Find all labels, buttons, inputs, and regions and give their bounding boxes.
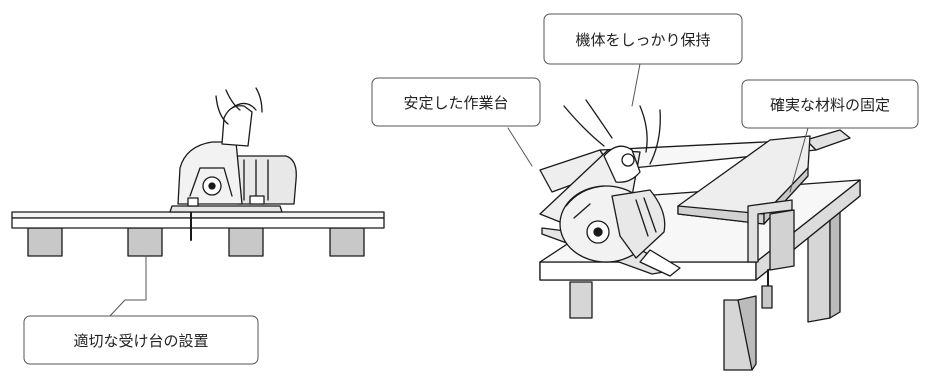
callout-hold-tool-firmly: 機体をしっかり保持 xyxy=(543,13,743,65)
callout-leader-stable-workbench xyxy=(507,127,533,167)
callout-label-secure-clamping: 確実な材料の固定 xyxy=(770,96,890,114)
c-clamp xyxy=(747,199,795,309)
workpiece-board xyxy=(11,211,385,229)
circular-saw-side-view xyxy=(169,87,297,213)
callout-leader-clamping xyxy=(789,127,809,193)
callout-secure-clamping: 確実な材料の固定 xyxy=(741,79,919,129)
support-block xyxy=(228,227,264,257)
callout-label-stable-workbench: 安定した作業台 xyxy=(403,94,508,112)
support-block xyxy=(27,227,63,257)
support-block xyxy=(127,227,163,257)
support-block xyxy=(329,227,365,257)
left-scene-proper-support xyxy=(11,87,385,319)
callout-leader-hold-tool xyxy=(631,63,641,107)
right-scene-workbench xyxy=(507,63,861,371)
callout-label-hold-tool-firmly: 機体をしっかり保持 xyxy=(575,31,710,49)
callout-proper-support: 適切な受け台の設置 xyxy=(23,315,259,365)
circular-saw-in-use xyxy=(541,99,681,277)
callout-stable-workbench: 安定した作業台 xyxy=(371,77,541,127)
callout-leader-proper-support xyxy=(107,255,147,319)
callout-label-proper-support: 適切な受け台の設置 xyxy=(73,332,208,350)
support-blocks xyxy=(27,227,365,257)
